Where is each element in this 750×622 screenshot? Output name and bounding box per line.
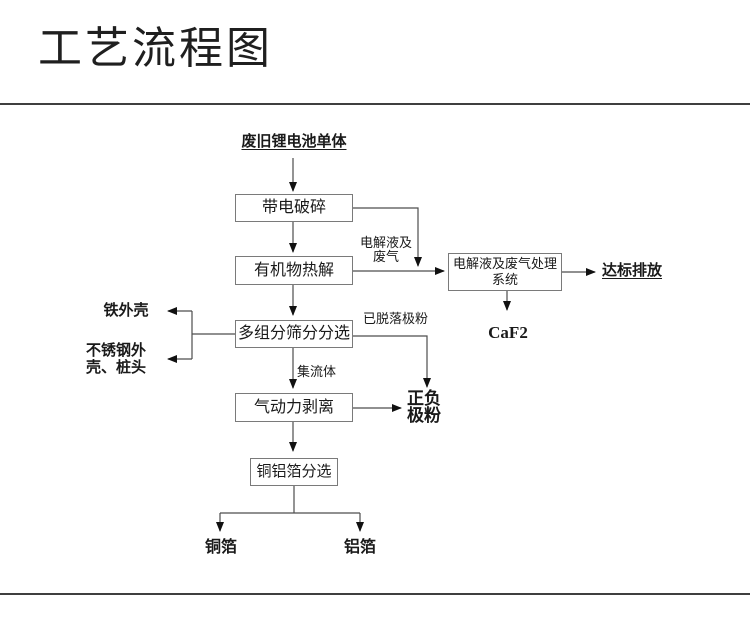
label-copper-foil: 铜箔 xyxy=(205,539,238,556)
edge-plain-segments xyxy=(191,311,360,514)
page-title: 工艺流程图 xyxy=(38,24,273,73)
label-aluminum-foil: 铝箔 xyxy=(344,539,377,556)
label-caf2: CaF2 xyxy=(488,323,528,342)
box-cu-al-foil-sorting: 铜铝箔分选 xyxy=(250,458,338,486)
label-current-collector: 集流体 xyxy=(297,364,337,379)
label-iron-shell: 铁外壳 xyxy=(103,303,149,319)
label-electrode-powders: 正负 极粉 xyxy=(407,389,441,425)
label-stainless-shell-terminals: 不锈钢外 壳、桩头 xyxy=(86,343,147,376)
label-compliant-discharge: 达标排放 xyxy=(602,263,663,279)
box-electrolyte-gas-treatment-system: 电解液及废气处理 系统 xyxy=(448,253,562,291)
edge-sieving-to-powder xyxy=(353,335,431,388)
label-detached-electrode-powder: 已脱落极粉 xyxy=(363,311,429,326)
flow-start-label: 废旧锂电池单体 xyxy=(241,134,347,150)
box-organic-pyrolysis: 有机物热解 xyxy=(235,256,353,285)
edge-crushing-to-gasline xyxy=(353,207,422,267)
bottom-divider xyxy=(0,593,750,595)
label-electrolyte-waste-gas: 电解液及 废气 xyxy=(359,235,412,264)
top-divider xyxy=(0,103,750,105)
box-multi-component-sieving: 多组分筛分分选 xyxy=(235,320,353,348)
box-charged-crushing: 带电破碎 xyxy=(235,194,353,222)
box-aerodynamic-stripping: 气动力剥离 xyxy=(235,393,353,422)
